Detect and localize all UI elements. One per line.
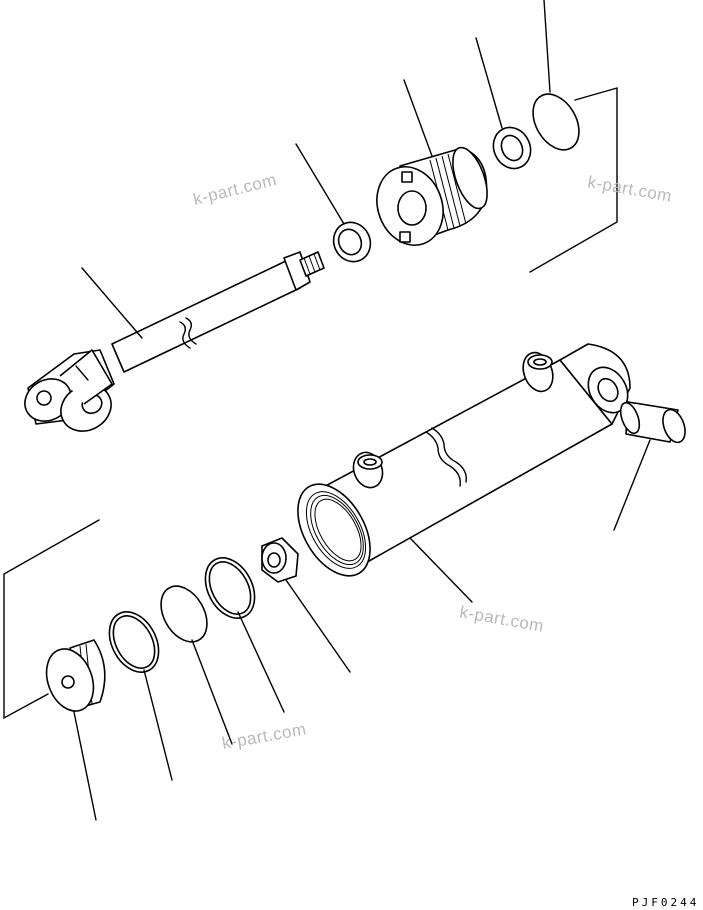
piston-rod-leader (81, 267, 143, 339)
dust-seal (492, 126, 532, 170)
dust-seal-leader (475, 37, 503, 129)
wear-ring-leader (191, 639, 233, 745)
lower-group-bracket (3, 519, 100, 720)
piston-rod (24, 251, 325, 432)
cylinder-tube (297, 343, 631, 577)
rod-packing (332, 221, 372, 263)
backup-ring (204, 557, 256, 619)
o-ring-leader (543, 0, 551, 93)
upper-group-bracket (529, 87, 618, 273)
wear-ring (160, 585, 208, 643)
cylinder-tube-leader (409, 537, 473, 603)
bushing (619, 401, 686, 444)
bushing-leader (613, 439, 651, 531)
piston (45, 639, 106, 712)
piston-o-ring (108, 611, 160, 673)
cylinder-head (376, 146, 488, 246)
piston-leader (73, 711, 97, 821)
nut-leader (285, 579, 351, 673)
piston-o-ring-leader (143, 669, 173, 781)
o-ring (532, 93, 580, 151)
backup-ring-leader (237, 611, 285, 713)
drawing-code: PJF0244 (632, 896, 700, 909)
cylinder-head-leader (403, 79, 433, 157)
nut (261, 537, 299, 583)
rod-packing-leader (295, 143, 345, 225)
